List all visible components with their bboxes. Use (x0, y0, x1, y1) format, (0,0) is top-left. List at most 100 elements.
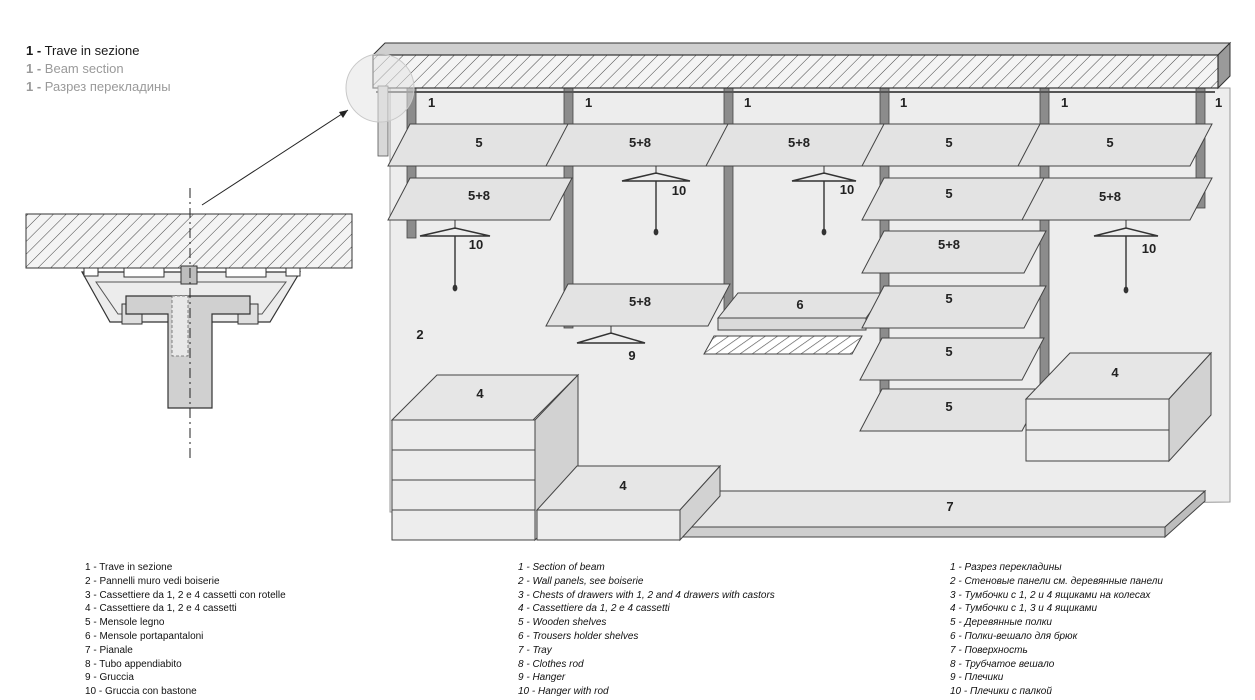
wall-panel-label: 2 (416, 327, 423, 342)
legend-english: 1 - Section of beam 2 - Wall panels, see… (518, 561, 775, 699)
beam-label: 1 (900, 95, 907, 110)
hanger-rod-label: 10 (672, 183, 686, 198)
legend-item: 6 - Полки-вешало для брюк (950, 630, 1078, 642)
drawer-chest-side (679, 464, 721, 542)
legend-item: 9 - Плечики (950, 672, 1004, 684)
hanger-rod-label: 10 (1142, 241, 1156, 256)
beam-label: 1 (1215, 95, 1222, 110)
shelf-with-rod (545, 283, 731, 327)
beam-title-en-text: Beam section (44, 61, 124, 76)
legend-item: 5 - Mensole legno (85, 617, 165, 629)
shelf-rod-label: 5+8 (629, 135, 651, 150)
legend-item: 9 - Gruccia (85, 672, 134, 684)
legend-item: 10 - Hanger with rod (518, 686, 609, 698)
legend-item: 3 - Chests of drawers with 1, 2 and 4 dr… (518, 589, 775, 601)
legend-item: 6 - Mensole portapantaloni (85, 630, 204, 642)
drawer-front (1025, 429, 1170, 462)
legend-item: 9 - Hanger (518, 672, 566, 684)
tray-label: 7 (946, 499, 953, 514)
tray-front (679, 526, 1166, 538)
top-beam-front (372, 54, 1219, 89)
hanger-rod-label: 10 (840, 182, 854, 197)
legend-item: 5 - Wooden shelves (518, 617, 607, 629)
beam-profile-clip-mid2 (225, 267, 267, 278)
drawer-front (536, 509, 681, 541)
callout-arrowhead (339, 110, 348, 118)
shelf-label: 5 (945, 135, 952, 150)
t-connector-stem-highlight (171, 295, 189, 357)
hanger-with-rod (1093, 220, 1159, 294)
shelf (1017, 123, 1213, 167)
drawers-label: 4 (1111, 365, 1119, 380)
beam-title-ru-text: Разрез перекладины (44, 79, 171, 94)
beam-title-it-num: 1 - (26, 43, 42, 58)
legend-item: 6 - Trousers holder shelves (518, 630, 639, 642)
tray-side (1164, 489, 1206, 539)
shelf-label: 5 (945, 344, 952, 359)
legend-item: 10 - Плечики с палкой (950, 686, 1052, 698)
legend-item: 8 - Трубчатое вешало (950, 658, 1055, 670)
legend-item: 3 - Тумбочки с 1, 2 и 4 ящиками на колес… (950, 589, 1151, 601)
legend-italian: 1 - Trave in sezione 2 - Pannelli muro v… (85, 561, 286, 699)
shelf-with-rod (861, 230, 1047, 274)
beam-callout-circle (345, 53, 415, 123)
shelf-label: 5 (945, 399, 952, 414)
drawers-label: 4 (476, 386, 484, 401)
shelf (861, 123, 1047, 167)
beam-section-detail (25, 109, 353, 462)
shelf-with-rod (387, 177, 573, 221)
legend-item: 3 - Cassettiere da 1, 2 e 4 cassetti con… (85, 589, 286, 601)
legend-item: 10 - Gruccia con bastone (85, 686, 197, 698)
legend-item: 2 - Wall panels, see boiserie (518, 575, 644, 587)
beam-title-ru-num: 1 - (26, 79, 42, 94)
legend-item: 1 - Trave in sezione (85, 562, 173, 573)
beam-title-en: 1 - Beam section (26, 60, 171, 78)
t-connector-block (180, 265, 198, 285)
beam-profile-clip-mid (123, 267, 165, 278)
trousers-label: 6 (796, 297, 803, 312)
hanger-with-rod (419, 220, 491, 292)
hanger-rod-label: 10 (469, 237, 483, 252)
drawer-front (391, 449, 536, 481)
beam-title-it: 1 - Trave in sezione (26, 42, 171, 60)
hanger-with-rod (791, 166, 857, 236)
legend-item: 5 - Деревянные полки (950, 617, 1052, 629)
beam-profile-inner (95, 281, 287, 315)
shelf-label: 5 (1106, 135, 1113, 150)
beam-section-title: 1 - Trave in sezione 1 - Beam section 1 … (26, 42, 171, 96)
shelf-rod-label: 5+8 (788, 135, 810, 150)
legend-item: 1 - Разрез перекладины (950, 562, 1062, 573)
legend-item: 8 - Tubo appendiabito (85, 658, 182, 670)
drawer-front (1025, 398, 1170, 431)
beam-title-en-num: 1 - (26, 61, 42, 76)
hanger-with-rod (621, 166, 691, 236)
tray-top (678, 490, 1207, 528)
beam-title-ru: 1 - Разрез перекладины (26, 78, 171, 96)
wardrobe-diagram: 1 1 1 1 1 1 5 5+8 10 5+8 10 5+8 (25, 41, 1232, 542)
shelf-with-rod (1021, 177, 1213, 221)
legend-item: 8 - Clothes rod (518, 658, 584, 670)
top-beam-top (371, 42, 1232, 56)
drawer-front (391, 419, 536, 451)
shelf-rod-label: 5+8 (1099, 189, 1121, 204)
shelf-rod-label: 5+8 (938, 237, 960, 252)
legend-item: 2 - Pannelli muro vedi boiserie (85, 575, 220, 587)
trousers-rack (703, 335, 863, 355)
shelf-rod-label: 5+8 (468, 188, 490, 203)
legend-item: 4 - Cassettiere da 1, 2 e 4 cassetti (518, 603, 670, 615)
legend-item: 7 - Tray (518, 644, 552, 656)
wardrobe-system: 1 1 1 1 1 1 5 5+8 10 5+8 10 5+8 (345, 41, 1232, 542)
shelf-label: 5 (945, 291, 952, 306)
legend-russian: 1 - Разрез перекладины 2 - Стеновые пане… (950, 561, 1163, 699)
hanger (576, 326, 646, 344)
shelf-label: 5 (945, 186, 952, 201)
drawer-chest-side (1168, 351, 1212, 463)
legend-item: 7 - Pianale (85, 644, 133, 656)
drawer-front (391, 509, 536, 541)
legend-item: 4 - Тумбочки с 1, 3 и 4 ящиками (950, 603, 1098, 615)
beam-label: 1 (1061, 95, 1068, 110)
beam-label: 1 (744, 95, 751, 110)
beam-label: 1 (585, 95, 592, 110)
shelf (859, 337, 1045, 381)
beam-profile-clip-right (285, 267, 301, 277)
